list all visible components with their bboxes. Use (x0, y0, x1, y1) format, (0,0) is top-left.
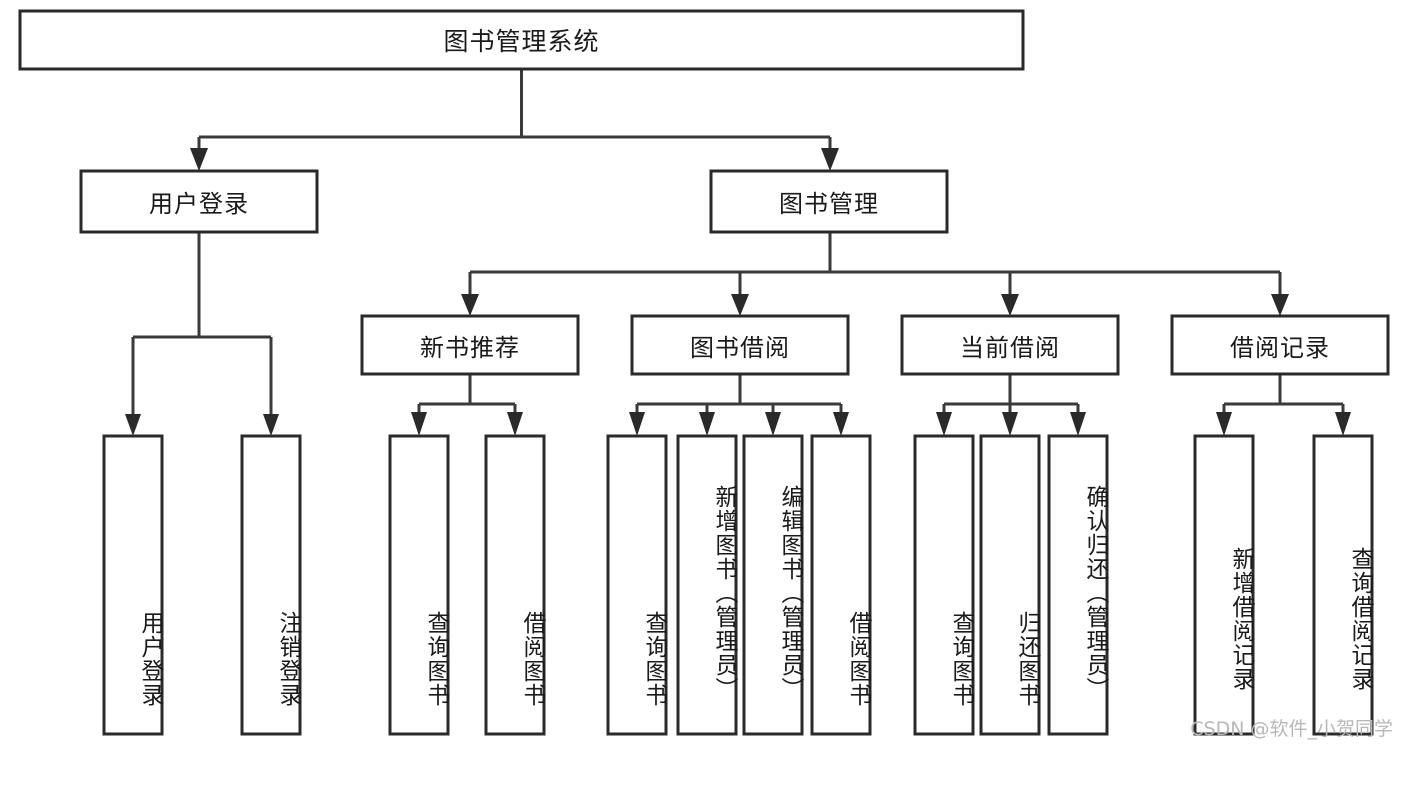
arrow-head-new-book-rec (461, 294, 479, 316)
node-box-current-borrow[interactable] (900, 314, 1120, 376)
node-box-user-login[interactable] (79, 169, 319, 234)
arrow-head-leaf-confirm-return (1070, 412, 1086, 436)
arrow-head-leaf-add-record (1216, 412, 1232, 436)
flowchart-diagram: 图书管理系统 用户登录 图书管理 新书推荐 图书借阅 当前借阅 借阅记录 用户登… (18, 9, 1393, 740)
node-box-borrow-record[interactable] (1170, 314, 1390, 376)
node-box-book-manage[interactable] (709, 169, 949, 234)
node-box-leaf-add-book[interactable] (676, 434, 738, 736)
arrow-head-leaf-edit-book (765, 412, 781, 436)
node-box-leaf-borrow-book-2[interactable] (810, 434, 872, 736)
diagram-canvas (18, 9, 1390, 736)
connector-group-new-book-rec (411, 374, 523, 436)
node-box-leaf-query-book-3[interactable] (913, 434, 975, 736)
node-box-leaf-confirm-return[interactable] (1047, 434, 1109, 736)
node-box-leaf-query-book-1[interactable] (388, 434, 450, 736)
arrow-head-leaf-borrow-book-2 (833, 412, 849, 436)
arrow-head-leaf-user-login (125, 414, 141, 436)
node-box-leaf-add-record[interactable] (1193, 434, 1255, 736)
arrow-head-book-manage (821, 148, 839, 171)
arrow-head-leaf-query-book-3 (936, 412, 952, 436)
arrow-head-borrow-record (1271, 294, 1289, 316)
connector-group-user-login (125, 232, 279, 436)
node-box-leaf-return-book[interactable] (979, 434, 1041, 736)
arrow-head-leaf-borrow-book-1 (507, 412, 523, 436)
arrow-head-user-login (190, 148, 208, 171)
node-box-leaf-edit-book[interactable] (742, 434, 804, 736)
arrow-head-leaf-query-record (1335, 412, 1351, 436)
connector-group-root (190, 69, 839, 171)
arrow-head-leaf-logout (263, 414, 279, 436)
node-box-root[interactable] (18, 9, 1025, 71)
node-box-leaf-logout[interactable] (240, 434, 302, 736)
connector-group-current-borrow (936, 374, 1086, 436)
node-box-leaf-borrow-book-1[interactable] (484, 434, 546, 736)
node-box-leaf-query-book-2[interactable] (606, 434, 668, 736)
arrow-head-leaf-return-book (1002, 412, 1018, 436)
connector-group-book-manage (461, 232, 1289, 316)
node-box-new-book-rec[interactable] (360, 314, 580, 376)
node-box-book-borrow[interactable] (630, 314, 850, 376)
arrow-head-book-borrow (731, 294, 749, 316)
arrow-head-current-borrow (1001, 294, 1019, 316)
connector-group-borrow-record (1216, 374, 1351, 436)
arrow-head-leaf-query-book-2 (629, 412, 645, 436)
connector-group-book-borrow (629, 374, 849, 436)
arrow-head-leaf-query-book-1 (411, 412, 427, 436)
arrow-head-leaf-add-book (699, 412, 715, 436)
node-box-leaf-user-login[interactable] (102, 434, 164, 736)
node-box-leaf-query-record[interactable] (1312, 434, 1374, 736)
